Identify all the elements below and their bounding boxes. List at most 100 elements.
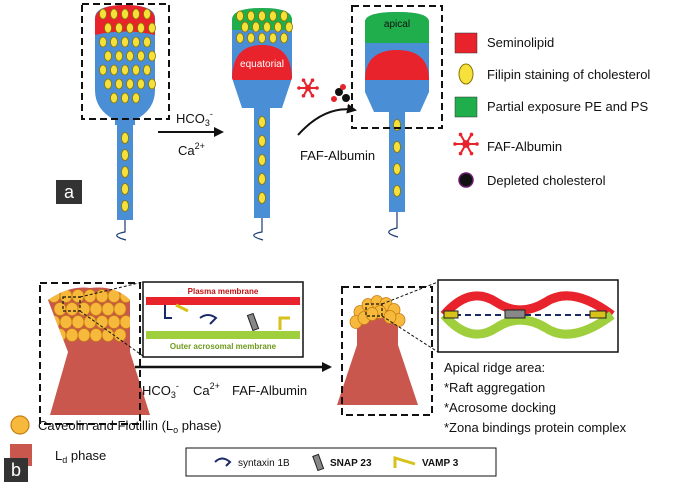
cholesterol-dot (110, 64, 118, 76)
sperm-3-seminolipid-region (365, 50, 429, 80)
zoom-line-1 (79, 310, 144, 357)
cholesterol-dot (148, 22, 156, 34)
cholesterol-dot (115, 22, 123, 34)
cholesterol-dot (99, 64, 107, 76)
cholesterol-dot (258, 154, 266, 166)
caveolin-dot (107, 289, 121, 303)
sperm-b1-focus-box (39, 282, 141, 425)
cholesterol-dot (137, 78, 145, 90)
fusion-snap23-icon (504, 309, 526, 319)
label-apical: apical (384, 19, 410, 30)
acrosomal-membrane-band (146, 331, 300, 339)
cholesterol-dot (121, 8, 129, 20)
sperm-2-midpiece-dots (258, 116, 266, 204)
sperm-1 (95, 5, 156, 241)
sperm-3: apical (365, 12, 429, 238)
black-dot-icon (458, 172, 474, 188)
panel-b-badge-label: b (11, 460, 21, 480)
caveolin-dot (65, 328, 79, 342)
panel-a: HCO3- Ca2+ equatorial FAF-Albumin (56, 3, 650, 241)
caveolin-dot (59, 315, 73, 329)
syntaxin-icon (214, 457, 232, 467)
cholesterol-dot (241, 21, 249, 33)
plasma-membrane-band (146, 297, 300, 305)
sperm-b2-focus-box (341, 286, 433, 416)
cholesterol-dot (132, 8, 140, 20)
cholesterol-dot (126, 50, 134, 62)
cholesterol-dot (263, 21, 271, 33)
cholesterol-dot (143, 64, 151, 76)
protein-legend: syntaxin 1B SNAP 23 VAMP 3 (185, 447, 497, 477)
cholesterol-dot (258, 116, 266, 128)
sperm-b2 (337, 295, 418, 405)
cholesterol-dot (132, 36, 140, 48)
caveolin-dot (383, 310, 397, 324)
cholesterol-dot (393, 163, 401, 175)
albumin-cholesterol-complex-icon (331, 84, 350, 102)
caveolin-dot (65, 302, 79, 316)
panel-a-badge (56, 180, 82, 204)
cholesterol-dot (143, 36, 151, 48)
legend-a-item-3: Partial exposure PE and PS (487, 99, 648, 114)
zoom-line-3 (381, 281, 439, 305)
cholesterol-dot (126, 78, 134, 90)
caveolin-dot (53, 328, 67, 342)
apical-item-1: *Raft aggregation (444, 380, 545, 395)
inset-label-acrosomal: Outer acrosomal membrane (170, 342, 277, 351)
caveolin-dot (77, 328, 91, 342)
cholesterol-dot (126, 22, 134, 34)
protein-legend-vamp3: VAMP 3 (422, 458, 459, 469)
sperm-b2-caveolin-cap (349, 295, 406, 329)
caveolin-dot (119, 315, 133, 329)
cholesterol-dot (393, 185, 401, 197)
cholesterol-dot (137, 22, 145, 34)
sperm-1-tail (116, 220, 127, 241)
sperm-2-cholesterol-dots (236, 10, 293, 44)
caveolin-dot (119, 289, 133, 303)
caveolin-dot (77, 302, 91, 316)
caveolin-dot (59, 289, 73, 303)
fusion-vamp3-icon (589, 310, 607, 319)
label-equatorial: equatorial (240, 59, 284, 70)
sperm-2-equatorial-region (232, 45, 292, 80)
sperm-3-tail (388, 212, 399, 238)
cholesterol-dot (132, 92, 140, 104)
sperm-3-midpiece (389, 112, 405, 212)
step-2-faf-albumin-label: FAF-Albumin (300, 148, 375, 163)
apical-ridge-title: Apical ridge area: (444, 360, 545, 375)
sperm-2-tail (253, 218, 264, 241)
cholesterol-dot (143, 8, 151, 20)
caveolin-dot (101, 302, 115, 316)
cholesterol-dot (104, 50, 112, 62)
red-square-icon (454, 32, 478, 54)
cholesterol-dot (110, 8, 118, 20)
cholesterol-dot (121, 166, 129, 178)
apical-item-2: *Acrosome docking (444, 400, 556, 415)
membrane-inset: Plasma membrane Outer acrosomal membrane (142, 281, 304, 358)
sperm-3-focus-box (351, 5, 443, 129)
sperm-2: equatorial (232, 8, 293, 241)
sperm-1-cholesterol-dots (99, 8, 156, 104)
cholesterol-dot (121, 36, 129, 48)
caveolin-dot (71, 315, 85, 329)
caveolin-dot (107, 315, 121, 329)
sperm-b2-head (337, 306, 418, 405)
inset-snap23-icon (246, 312, 260, 332)
inset-syntaxin-icon-2 (199, 314, 218, 325)
cholesterol-dot (99, 36, 107, 48)
zoom-line-2 (79, 281, 144, 298)
albumin-star-icon (297, 78, 319, 98)
albumin-star-legend-icon (453, 132, 479, 156)
panel-b-hco3-label: HCO3- (142, 381, 179, 400)
cholesterol-dot (99, 8, 107, 20)
legend-a-item-4: FAF-Albumin (487, 139, 562, 154)
cholesterol-dot (280, 32, 288, 44)
sperm-1-midpiece-dots (121, 132, 129, 212)
vamp3-icon (393, 455, 416, 468)
sperm-b1-caveolin-dots (48, 289, 133, 342)
green-square-icon (454, 96, 478, 118)
cholesterol-dot (104, 78, 112, 90)
cholesterol-dot (258, 32, 266, 44)
cholesterol-dot (247, 10, 255, 22)
protein-legend-syntaxin: syntaxin 1B (238, 458, 290, 469)
